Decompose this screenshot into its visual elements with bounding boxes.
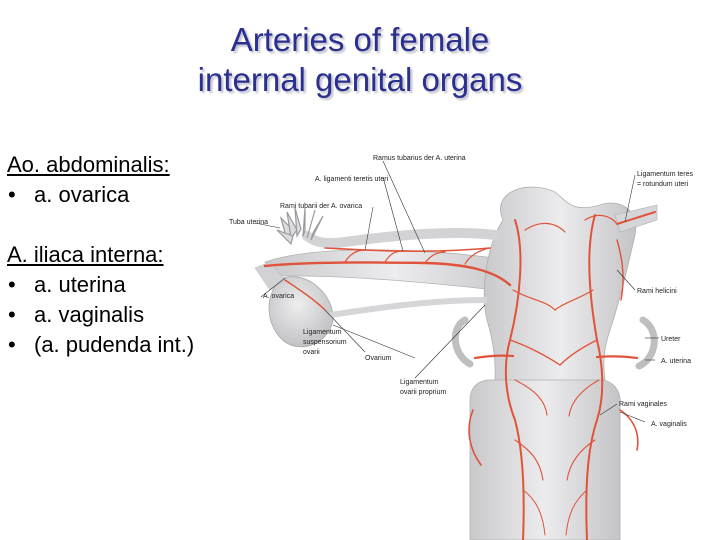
label-lig-teres-2: = rotundum uteri — [637, 181, 689, 188]
right-ureter — [635, 316, 658, 370]
list-item-label: a. vaginalis — [34, 302, 145, 327]
uterus-artery-diagram: Ramus tubarius der A. uterina A. ligamen… — [229, 155, 694, 540]
vagina-body — [469, 379, 621, 540]
artery-source-list: Ao. abdominalis: • a. ovarica A. iliaca … — [7, 150, 232, 360]
list-item-label: a. ovarica — [34, 182, 130, 207]
label-lig-susp-1: Ligamentum — [303, 329, 342, 336]
spacer — [7, 210, 232, 240]
ovarian-ligament — [329, 297, 488, 318]
label-lig-susp-3: ovarii — [303, 349, 320, 356]
label-ovarium: Ovarium — [365, 355, 392, 362]
anatomy-illustration: Ramus tubarius der A. uterina A. ligamen… — [225, 150, 720, 540]
bullet-icon: • — [8, 272, 16, 297]
title-line-1: Arteries of female — [230, 21, 490, 58]
title-line-2: internal genital organs — [197, 61, 523, 98]
fimbriae-icon — [276, 207, 324, 246]
bullet-icon: • — [8, 182, 16, 207]
uterine-tube — [302, 227, 500, 249]
bullet-icon: • — [8, 332, 16, 357]
label-rami-vaginales: Rami vaginales — [619, 401, 667, 408]
list-item: • a. ovarica — [7, 180, 232, 210]
label-a-vaginalis: A. vaginalis — [651, 421, 687, 428]
list-item: • (a. pudenda int.) — [7, 330, 232, 360]
list-item: • a. uterina — [7, 270, 232, 300]
label-rami-tubarii-ovarica: Rami tubarii der A. ovarica — [280, 203, 362, 210]
label-ureter: Ureter — [661, 336, 681, 343]
leader-lines — [254, 160, 659, 423]
label-lig-ov-1: Ligamentum — [400, 379, 439, 386]
label-lig-teres-1: Ligamentum teres — [637, 171, 694, 178]
left-ureter — [452, 316, 474, 368]
label-a-uterina: A. uterina — [661, 358, 691, 365]
list-item-label: (a. pudenda int.) — [34, 332, 195, 357]
label-a-ligamenti-teretis: A. ligamenti teretis uteri — [315, 176, 389, 183]
label-a-ovarica: A. ovarica — [263, 293, 294, 300]
label-lig-susp-2: suspensorium — [303, 339, 347, 346]
label-tuba-uterina: Tuba uterina — [229, 219, 268, 226]
ovary — [268, 276, 334, 348]
list-item: • a. vaginalis — [7, 300, 232, 330]
group-heading-internal-iliac: A. iliaca interna: — [7, 242, 164, 267]
group-heading-abdominal-aorta: Ao. abdominalis: — [7, 152, 170, 177]
list-item-label: a. uterina — [34, 272, 126, 297]
artery-network — [263, 211, 656, 540]
bullet-icon: • — [8, 302, 16, 327]
label-rami-helicini: Rami helicini — [637, 288, 677, 295]
slide-title: Arteries of female internal genital orga… — [0, 20, 720, 100]
label-ramus-tubarius: Ramus tubarius der A. uterina — [373, 155, 466, 162]
label-lig-ov-2: ovarii proprium — [400, 389, 446, 396]
